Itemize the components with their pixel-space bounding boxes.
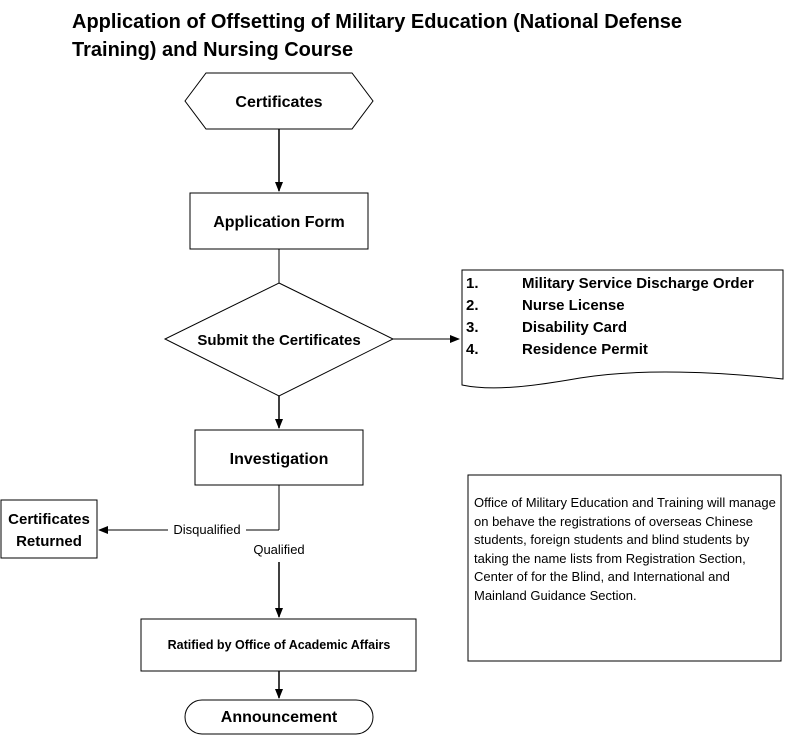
note-box (467, 474, 782, 662)
qualified-label: Qualified (253, 542, 304, 557)
document-number: 4. (466, 341, 479, 358)
announcement-label: Announcement (221, 709, 338, 726)
certificates-returned-node (0, 499, 98, 559)
application-form-label: Application Form (213, 214, 345, 231)
disqualified-label: Disqualified (173, 522, 240, 537)
certificates-returned-line1: Certificates (8, 511, 90, 528)
announcement-node (184, 699, 374, 735)
document-number: 2. (466, 297, 479, 314)
document-number: 1. (466, 275, 479, 292)
document-item: Disability Card (522, 319, 627, 336)
document-item: Residence Permit (522, 341, 648, 358)
document-item: Military Service Discharge Order (522, 275, 754, 292)
investigation-label: Investigation (230, 451, 329, 468)
document-number: 3. (466, 319, 479, 336)
certificates-label: Certificates (235, 94, 322, 111)
documents-list: 1. Military Service Discharge Order 2. N… (466, 275, 754, 358)
submit-certificates-label: Submit the Certificates (197, 332, 360, 349)
certificates-returned-line2: Returned (16, 533, 82, 550)
document-item: Nurse License (522, 297, 625, 314)
documents-node (461, 269, 784, 389)
note-text: Office of Military Education and Trainin… (474, 495, 776, 603)
diagram-title: Application of Offsetting of Military Ed… (72, 11, 683, 61)
certificates-node (184, 72, 374, 130)
ratified-label: Ratified by Office of Academic Affairs (168, 638, 391, 652)
ratified-node (140, 618, 417, 672)
